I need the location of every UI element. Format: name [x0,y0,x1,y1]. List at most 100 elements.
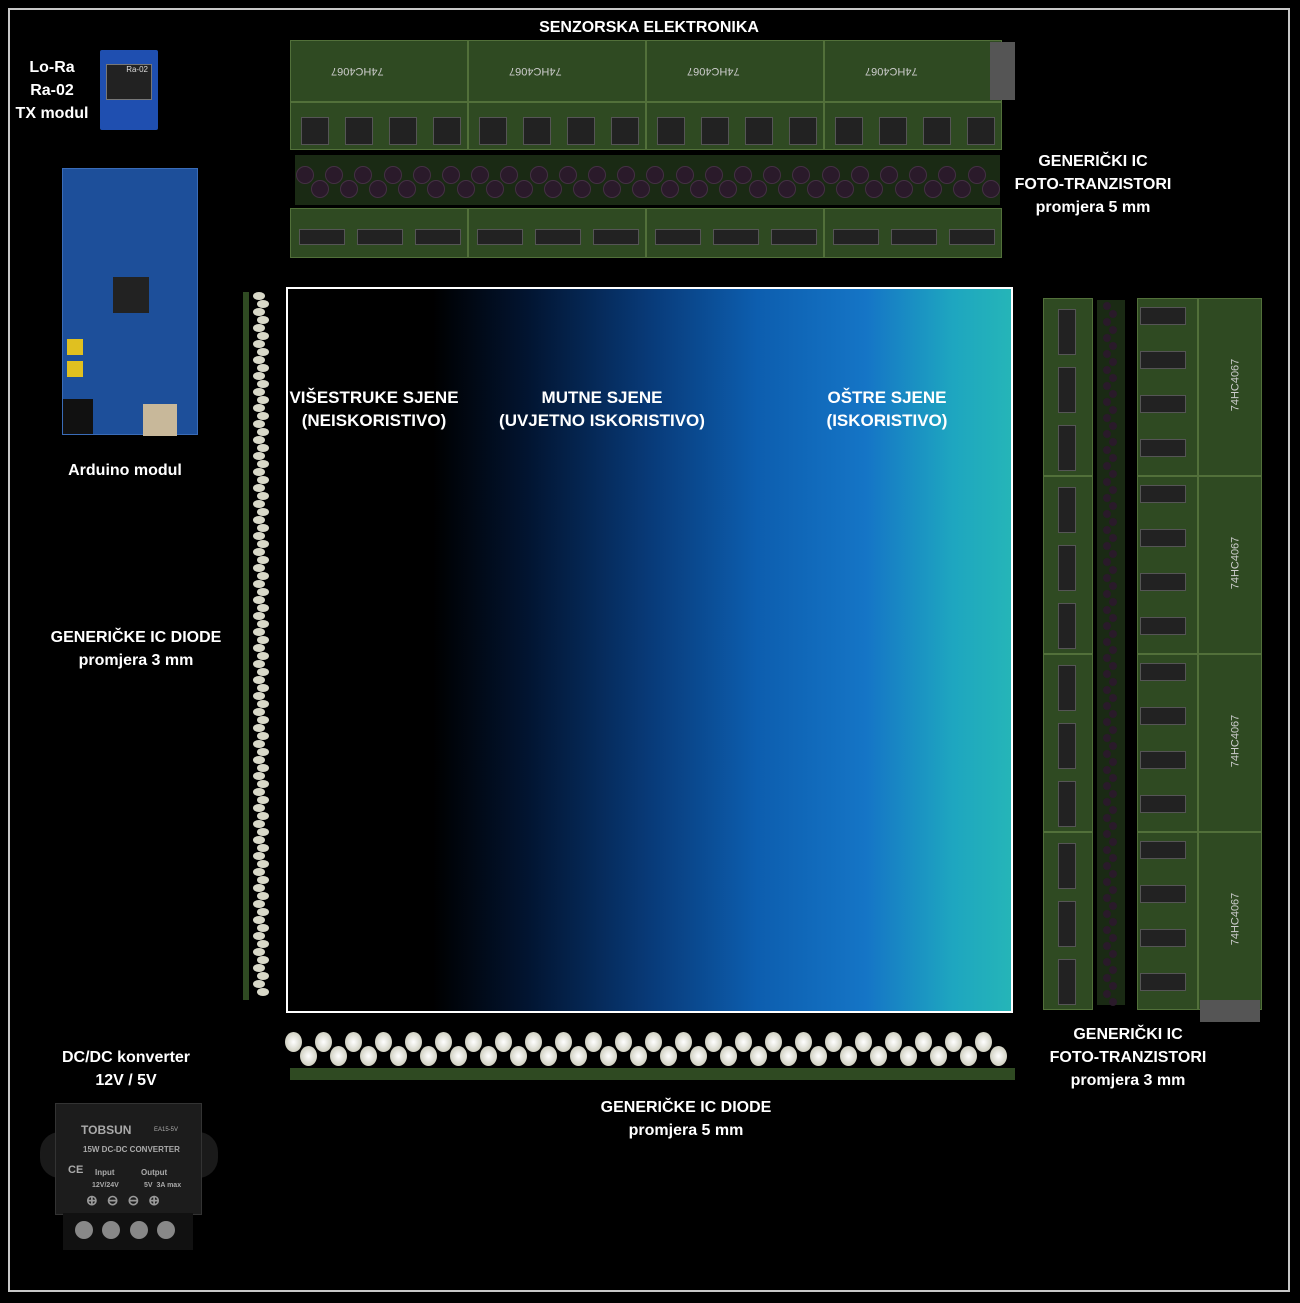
phototransistor-5mm [296,166,314,184]
ir-diode-3mm [253,404,265,412]
zone-title: MUTNE SJENE [541,388,663,407]
phototransistor-5mm [748,180,767,198]
label-line: GENERIČKE IC DIODE [600,1099,772,1116]
phototransistor-5mm [456,180,475,198]
phototransistor-3mm [1109,854,1117,862]
ic-chip [713,229,759,245]
ic-chip [891,229,937,245]
ir-diode-5mm [390,1046,407,1066]
ir-diode-5mm [885,1032,902,1052]
ic-chip [967,117,995,145]
phototransistor-3mm [1103,398,1111,406]
ir-diode-3mm [253,356,265,364]
ir-diode-5mm [750,1046,767,1066]
phototransistor-3mm [1103,558,1111,566]
ir-diode-3mm [257,988,269,996]
ir-diode-3mm [257,924,269,932]
lora-label-line2: Ra-02 [30,82,74,99]
ir-diode-3mm [257,620,269,628]
ir-diode-5mm [630,1046,647,1066]
ir-diode-3mm [257,492,269,500]
converter-input-voltage: 12V/24V [92,1182,119,1189]
ic-chip [1058,665,1076,711]
ir-diode-3mm [253,420,265,428]
mux-board: 74HC4067 [646,40,824,102]
phototransistor-5mm [646,166,665,184]
ir-diode-5mm [735,1032,752,1052]
mux-chip-label: 74HC4067 [687,65,740,77]
ir-diode-5mm [480,1046,497,1066]
ir-diode-3mm [253,532,265,540]
phototransistor-5mm [792,166,811,184]
phototransistor-3mm [1109,390,1117,398]
phototransistor-5mm [354,166,373,184]
phototransistor-3mm [1103,526,1111,534]
ic-board [646,102,824,150]
label-line: promjera 5 mm [1035,199,1151,216]
ir-diode-5mm [855,1032,872,1052]
phototransistor-3mm [1109,438,1117,446]
ir-diode-3mm [257,332,269,340]
phototransistor-5mm [398,180,417,198]
ic-board [1137,476,1198,654]
phototransistor-3mm [1109,774,1117,782]
ir-diode-5mm [900,1046,917,1066]
phototransistor-3mm [1103,798,1111,806]
phototransistor-3mm [1109,422,1117,430]
label-line: promjera 3 mm [78,652,194,669]
phototransistor-3mm [1103,606,1111,614]
phototransistor-3mm [1109,534,1117,542]
ic-chip [535,229,581,245]
ir-diode-3mm [257,396,269,404]
ir-diode-5mm [930,1046,947,1066]
ir-diode-3mm [253,564,265,572]
ic-chip [835,117,863,145]
phototransistor-3mm [1109,358,1117,366]
ir-diode-5mm [945,1032,962,1052]
phototransistor-5mm [412,166,431,184]
ir-diode-3mm [253,452,265,460]
ic-board [290,208,468,258]
ir-diode-3mm [253,900,265,908]
phototransistor-5mm [369,180,387,198]
phototransistor-3mm [1109,838,1117,846]
ir-diode-3mm [253,548,265,556]
phototransistor-5mm [967,166,986,184]
ir-diode-3mm [253,484,265,492]
ir-diode-5mm [420,1046,437,1066]
phototransistor-3mm [1103,686,1111,694]
phototransistor-3mm [1103,302,1111,310]
phototransistor-3mm [1109,694,1117,702]
ir-diode-3mm [257,444,269,452]
ir-diode-3mm [253,660,265,668]
ir-diode-3mm [253,676,265,684]
ir-diode-3mm [253,708,265,716]
ic-chip [299,229,345,245]
lora-module: Ra-02 [100,50,158,130]
label-line: GENERIČKI IC [1038,153,1148,170]
ic-chip [745,117,773,145]
ic-chip [1140,351,1186,369]
phototransistor-3mm [1109,870,1117,878]
ic-chip [593,229,639,245]
phototransistor-3mm [1109,662,1117,670]
ir-diode-3mm [253,324,265,332]
screw-terminal [129,1221,148,1239]
ir-diode-5mm [555,1032,572,1052]
ir-diode-3mm [253,644,265,652]
ir-diode-3mm [257,812,269,820]
label-line: promjera 3 mm [1070,1072,1186,1089]
ic-chip [477,229,523,245]
phototransistor-3mm [1103,718,1111,726]
phototransistor-3mm [1103,446,1111,454]
phototransistor-3mm [1103,830,1111,838]
ic-chip [701,117,729,145]
ir-diode-3mm [257,348,269,356]
ic-chip [611,117,639,145]
ic-board [1137,832,1198,1010]
ic-chip [1140,617,1186,635]
zone-subtitle: (ISKORISTIVO) [826,411,948,430]
ir-diode-5mm [615,1032,632,1052]
phototransistor-3mm [1103,590,1111,598]
ic-chip [567,117,595,145]
